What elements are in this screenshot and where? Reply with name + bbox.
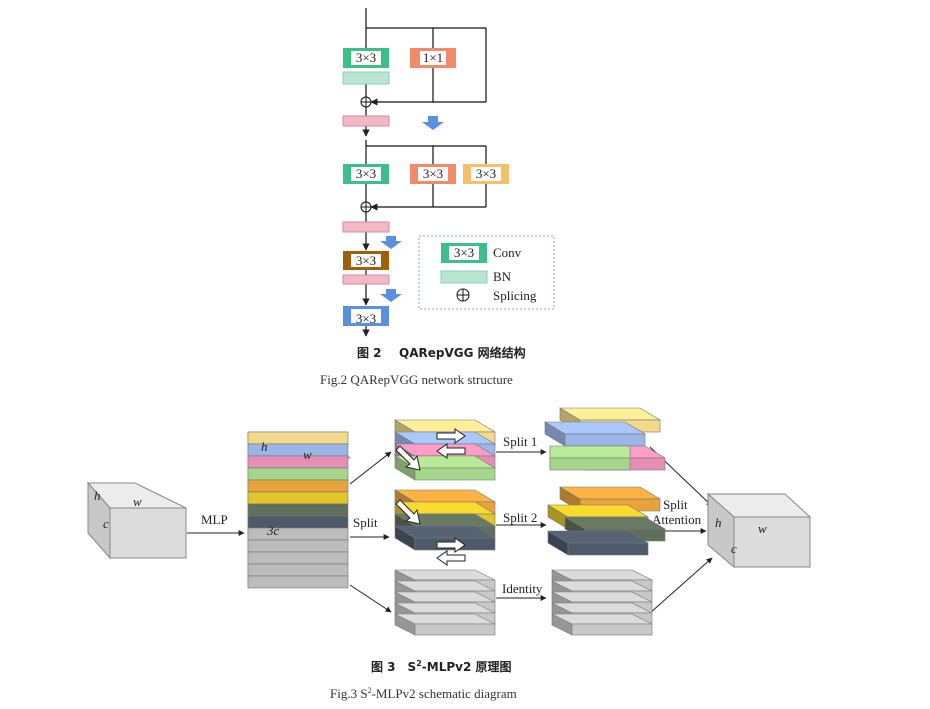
split2-label: Split 2 (503, 510, 537, 525)
input-w: w (133, 494, 142, 509)
identity-label: Identity (502, 581, 543, 596)
input-c: c (103, 516, 109, 531)
main-stack-layer (247, 527, 349, 541)
main-stack-layer (247, 455, 349, 469)
down-arrow-icon (422, 116, 444, 130)
right-green-slab (549, 445, 631, 471)
split-attention-label-2: Attention (652, 512, 702, 527)
conv-3x3-mid-a: 3×3 (343, 164, 389, 184)
bn-pink-1 (342, 115, 390, 127)
kernel-label: 3×3 (356, 50, 376, 65)
input-h: h (94, 488, 101, 503)
right-slate-slab (546, 530, 650, 556)
main-stack-layer (247, 491, 349, 505)
stack-w: w (303, 447, 312, 462)
bn-top (342, 71, 390, 85)
main-stack-layer (247, 551, 349, 565)
split1-layer (393, 455, 497, 481)
bn-pink-2 (342, 221, 390, 233)
diagonal-shift-arrow-icon (395, 499, 421, 525)
kernel-label: 1×1 (423, 50, 443, 65)
fig2-repvgg-diagram (362, 8, 487, 337)
conv-3x3-mid-c: 3×3 (463, 164, 509, 184)
splicing-node-2 (360, 201, 372, 213)
down-arrow-icon (380, 289, 402, 302)
identity-layer (394, 613, 496, 636)
kernel-label: 3×3 (423, 166, 443, 181)
legend-splicing-label: Splicing (493, 288, 537, 303)
kernel-label: 3×3 (454, 245, 474, 260)
main-stack-layer (247, 515, 349, 529)
split-attention-label-1: Split (663, 497, 688, 512)
output-h: h (715, 515, 722, 530)
conv-1x1-top: 1×1 (410, 48, 456, 68)
diagonal-shift-arrow-icon (395, 445, 421, 471)
right-blue-slab (543, 421, 647, 447)
kernel-label: 3×3 (356, 311, 376, 326)
conv-3x3-blue: 3×3 (343, 306, 389, 326)
mlp-label: MLP (201, 512, 228, 527)
shift-right-arrow-icon (436, 428, 466, 444)
fig2-caption-num: 图 2 (357, 346, 382, 360)
fig2-caption-title: QARepVGG 网络结构 (399, 345, 526, 360)
fig2-legend: 3×3 Conv BN Splicing (418, 235, 555, 310)
stack-h: h (261, 439, 268, 454)
shift-left-arrow-icon (436, 550, 466, 566)
fig3-caption-en: Fig.3 S2-MLPv2 schematic diagram (330, 686, 517, 701)
kernel-label: 3×3 (356, 166, 376, 181)
main-stack-layer (247, 431, 349, 445)
right-identity-layer (551, 613, 653, 636)
output-w: w (758, 521, 767, 536)
splicing-node-1 (360, 96, 372, 108)
split-label: Split (353, 515, 378, 530)
kernel-label: 3×3 (476, 166, 496, 181)
main-stack-layer (247, 563, 349, 577)
main-stack-layer (247, 575, 349, 589)
conv-3x3-brown: 3×3 (343, 251, 389, 270)
main-stack-layer (247, 479, 349, 493)
main-stack-layer (247, 503, 349, 517)
down-arrow-icon (380, 236, 402, 249)
bn-pink-3 (342, 274, 390, 285)
output-cube: h w c (706, 492, 812, 569)
main-stack-layer (247, 467, 349, 481)
shift-left-arrow-icon (436, 443, 466, 459)
fig2-caption-en: Fig.2 QARepVGG network structure (320, 372, 513, 387)
conv-3x3-mid-b: 3×3 (410, 164, 456, 184)
shift-right-arrow-icon (436, 537, 466, 553)
split1-label: Split 1 (503, 434, 537, 449)
main-stack-layer (247, 539, 349, 553)
conv-3x3-top: 3×3 (343, 48, 389, 68)
legend-bn-label: BN (493, 269, 512, 284)
output-c: c (731, 541, 737, 556)
stacks-group (246, 407, 667, 636)
stack-3c: 3c (266, 523, 280, 538)
input-cube: h w c (86, 481, 187, 560)
legend-conv-label: Conv (493, 245, 522, 260)
kernel-label: 3×3 (356, 253, 376, 268)
